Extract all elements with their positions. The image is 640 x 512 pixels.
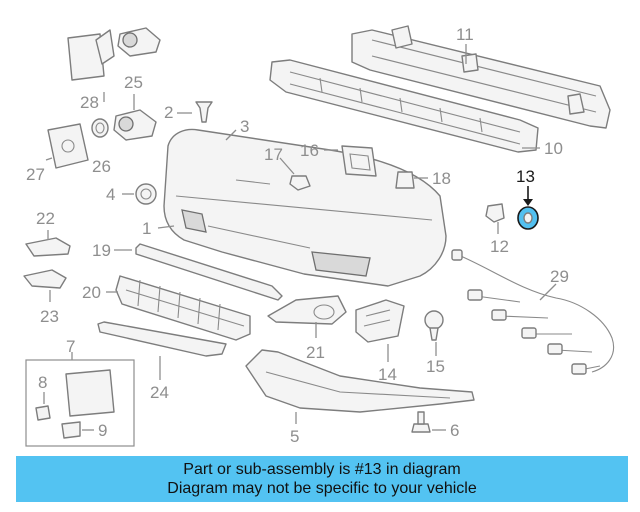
sensor-grommet <box>91 118 109 138</box>
callout-10: 10 <box>544 139 563 158</box>
callout-20: 20 <box>82 283 101 302</box>
callout-8: 8 <box>38 373 47 392</box>
left-bracket-lower <box>23 269 67 289</box>
push-pin <box>195 101 213 123</box>
fog-lamp-trim <box>267 295 347 325</box>
callout-12: 12 <box>490 237 509 256</box>
trim-strip <box>97 321 227 357</box>
callout-2: 2 <box>164 103 173 122</box>
energy-absorber <box>269 59 539 153</box>
leader-lines <box>43 44 557 431</box>
callout-17: 17 <box>264 145 283 164</box>
info-banner: Part or sub-assembly is #13 in diagram D… <box>16 456 628 502</box>
callout-4: 4 <box>106 185 115 204</box>
banner-line-2: Diagram may not be specific to your vehi… <box>167 480 477 497</box>
molding-strip <box>135 243 283 301</box>
lower-screw <box>411 411 431 433</box>
cover-plug <box>135 183 157 205</box>
callout-28: 28 <box>80 93 99 112</box>
bolt <box>289 175 311 191</box>
callout-23: 23 <box>40 307 59 326</box>
callout-18: 18 <box>432 169 451 188</box>
callout-9: 9 <box>98 421 107 440</box>
callout-19: 19 <box>92 241 111 260</box>
callout-24: 24 <box>150 383 169 402</box>
callout-labels: 11 10 28 25 2 3 16 17 18 27 26 4 1 13 12… <box>26 25 569 446</box>
banner-line-1: Part or sub-assembly is #13 in diagram <box>183 461 461 478</box>
wiring-harness <box>451 249 614 375</box>
callout-13-highlighted: 13 <box>516 167 535 186</box>
mount-bracket <box>355 299 405 343</box>
callout-25: 25 <box>124 73 143 92</box>
callout-11: 11 <box>456 25 474 44</box>
callout-26: 26 <box>92 157 111 176</box>
park-sensor-upper <box>117 27 161 57</box>
parts-diagram: 11 10 28 25 2 3 16 17 18 27 26 4 1 13 12… <box>23 25 614 447</box>
callout-27: 27 <box>26 165 45 184</box>
callout-14: 14 <box>378 365 397 384</box>
sensor-holder <box>47 123 89 169</box>
callout-15: 15 <box>426 357 445 376</box>
callout-3: 3 <box>240 117 249 136</box>
callout-22: 22 <box>36 209 55 228</box>
park-sensor-lower <box>113 109 157 141</box>
kit-box <box>25 359 135 447</box>
lower-spoiler <box>245 349 475 413</box>
callout-6: 6 <box>450 421 459 440</box>
lower-grille <box>115 275 251 341</box>
mount-bolt <box>424 310 444 341</box>
callout-1: 1 <box>142 219 151 238</box>
highlighted-part-13 <box>517 206 539 230</box>
tow-hook-cover <box>341 145 377 177</box>
callout-16: 16 <box>300 141 319 160</box>
callout-7: 7 <box>66 337 75 356</box>
left-bracket-upper <box>25 237 71 257</box>
callout-21: 21 <box>306 343 325 362</box>
grommet <box>485 203 505 223</box>
reinforcement-beam <box>351 25 611 129</box>
retainer-clip <box>395 171 415 189</box>
callout-29: 29 <box>550 267 569 286</box>
license-bracket <box>67 29 115 81</box>
callout-5: 5 <box>290 427 299 446</box>
